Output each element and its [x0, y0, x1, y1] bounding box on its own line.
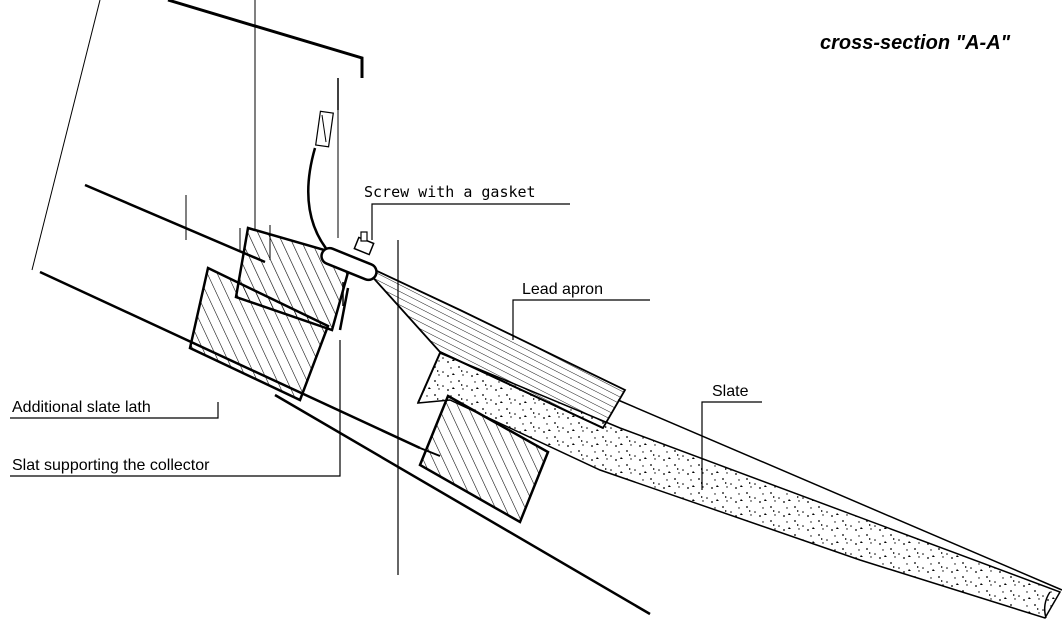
lead-apron [359, 262, 627, 430]
roof-batten [418, 394, 550, 524]
section-title: cross-section "A-A" [820, 32, 1011, 54]
label-additional-lath: Additional slate lath [12, 399, 151, 416]
screw-with-gasket [320, 231, 378, 306]
slate-sheet [416, 352, 1062, 619]
leader-lines [10, 203, 762, 490]
label-screw: Screw with a gasket [364, 183, 536, 201]
label-slat-collector: Slat supporting the collector [12, 457, 210, 474]
label-slate: Slate [712, 383, 749, 400]
additional-slate-lath [188, 266, 330, 402]
solar-collector [31, 0, 364, 271]
label-lead-apron: Lead apron [522, 281, 603, 298]
